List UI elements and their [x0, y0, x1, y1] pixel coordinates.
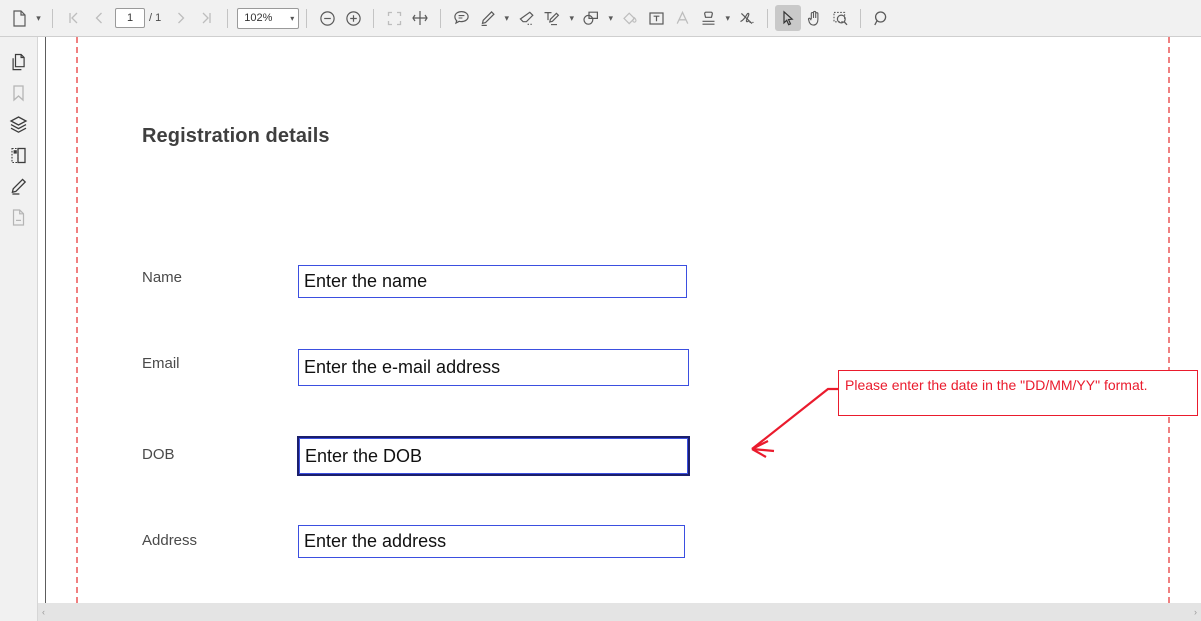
- margin-guide-left: [76, 37, 78, 603]
- toolbar-divider: [52, 8, 53, 28]
- signature-icon[interactable]: [734, 5, 760, 31]
- shapes-chevron-down-icon[interactable]: ▾: [608, 12, 613, 23]
- sidebar-item-annotations-icon[interactable]: [4, 171, 34, 201]
- stamp-icon[interactable]: [695, 5, 721, 31]
- scroll-right-arrow-icon[interactable]: ›: [1194, 607, 1197, 617]
- main-toolbar: ▾ 1 / 1 102% ▾: [0, 0, 1201, 37]
- sidebar-item-thumbnails-icon[interactable]: [4, 47, 34, 77]
- first-page-icon[interactable]: [60, 5, 86, 31]
- document-viewer[interactable]: Registration details Name Enter the name…: [38, 37, 1201, 603]
- sidebar-item-document-icon[interactable]: [4, 202, 34, 232]
- font-icon[interactable]: [669, 5, 695, 31]
- callout-arrow-icon: [751, 387, 838, 458]
- pen-icon[interactable]: [474, 5, 500, 31]
- toolbar-divider: [227, 8, 229, 28]
- fit-width-icon[interactable]: [407, 5, 433, 31]
- pen-chevron-down-icon[interactable]: ▾: [504, 12, 509, 23]
- toolbar-divider: [306, 8, 308, 28]
- zoom-in-icon[interactable]: [340, 5, 366, 31]
- field-label-address: Address: [142, 532, 198, 549]
- toolbar-divider: [440, 8, 442, 28]
- comment-icon[interactable]: [448, 5, 474, 31]
- text-markup-chevron-down-icon[interactable]: ▾: [569, 12, 574, 23]
- select-tool-icon[interactable]: [775, 5, 802, 31]
- callout-annotation[interactable]: Please enter the date in the "DD/MM/YY" …: [838, 370, 1198, 416]
- sidebar-item-bookmarks-icon[interactable]: [4, 78, 34, 108]
- page-total-label: / 1: [149, 12, 162, 24]
- page-number-input[interactable]: 1: [115, 8, 145, 28]
- stamp-chevron-down-icon[interactable]: ▾: [725, 12, 730, 23]
- horizontal-scrollbar[interactable]: ‹ ›: [38, 603, 1201, 621]
- form-field-dob[interactable]: Enter the DOB: [297, 436, 690, 476]
- shapes-icon[interactable]: [578, 5, 604, 31]
- eraser-icon[interactable]: [513, 5, 539, 31]
- form-field-name[interactable]: Enter the name: [298, 265, 687, 298]
- snapshot-icon[interactable]: [827, 5, 853, 31]
- last-page-icon[interactable]: [194, 5, 220, 31]
- field-label-name: Name: [142, 269, 183, 286]
- margin-guide-right: [1168, 37, 1170, 603]
- fill-color-icon[interactable]: [617, 5, 643, 31]
- fit-page-icon[interactable]: [381, 5, 407, 31]
- zoom-level-select[interactable]: 102% ▾: [237, 7, 300, 29]
- hand-tool-icon[interactable]: [801, 5, 827, 31]
- form-field-email[interactable]: Enter the e-mail address: [298, 349, 689, 386]
- text-markup-icon[interactable]: [539, 5, 565, 31]
- previous-page-icon[interactable]: [86, 5, 112, 31]
- page-left-edge: [45, 37, 46, 603]
- toolbar-divider: [373, 8, 375, 28]
- page-title: Registration details: [142, 125, 330, 147]
- scrollbar-corner: [0, 603, 38, 621]
- search-icon[interactable]: [868, 5, 894, 31]
- zoom-chevron-down-icon[interactable]: ▾: [290, 13, 295, 23]
- file-menu-icon[interactable]: [6, 5, 32, 31]
- file-menu-chevron-down-icon[interactable]: ▾: [36, 12, 41, 23]
- field-label-dob: DOB: [142, 446, 175, 463]
- next-page-icon[interactable]: [168, 5, 194, 31]
- callout-text: Please enter the date in the "DD/MM/YY" …: [845, 377, 1148, 393]
- toolbar-divider: [767, 8, 769, 28]
- pdf-page[interactable]: Registration details Name Enter the name…: [46, 37, 1201, 603]
- sidebar-item-layers-icon[interactable]: [4, 109, 34, 139]
- sidebar-item-attachments-icon[interactable]: [4, 140, 34, 170]
- form-field-address[interactable]: Enter the address: [298, 525, 685, 558]
- zoom-level-value: 102%: [244, 12, 273, 24]
- toolbar-divider: [860, 8, 862, 28]
- zoom-out-icon[interactable]: [314, 5, 340, 31]
- field-label-email: Email: [142, 355, 180, 372]
- text-box-icon[interactable]: [643, 5, 669, 31]
- scroll-left-arrow-icon[interactable]: ‹: [42, 607, 45, 617]
- sidebar-rail: [0, 37, 38, 603]
